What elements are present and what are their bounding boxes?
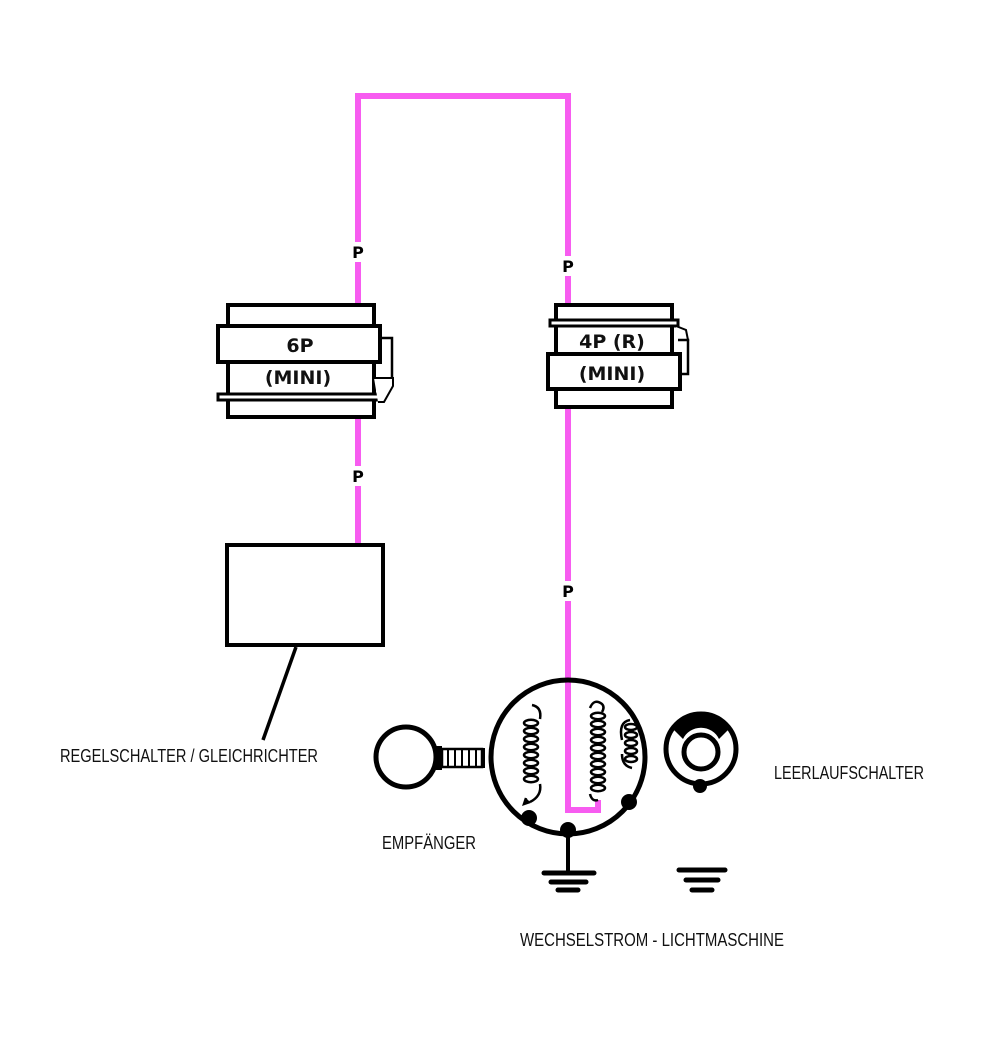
connector-4p-line2: (MINI) bbox=[579, 363, 645, 385]
terminal-dot bbox=[621, 794, 637, 810]
connector-6p[interactable]: 6P (MINI) bbox=[216, 303, 394, 419]
wire-label: P bbox=[562, 257, 574, 276]
wire-top-loop bbox=[355, 93, 571, 305]
terminal-dot bbox=[693, 779, 707, 793]
terminal-dot bbox=[521, 810, 537, 826]
ground-icon bbox=[676, 867, 728, 893]
regulator-rectifier[interactable] bbox=[225, 543, 385, 741]
pickup-coil[interactable] bbox=[373, 724, 485, 790]
wires bbox=[355, 93, 601, 813]
connector-4p-line1: 4P (R) bbox=[579, 331, 645, 353]
coil-icon bbox=[619, 718, 639, 770]
wire-label: P bbox=[562, 582, 574, 601]
neutral-switch[interactable] bbox=[663, 711, 739, 793]
wire-label: P bbox=[352, 467, 364, 486]
alternator[interactable] bbox=[488, 677, 648, 893]
wire-4p-to-alternator bbox=[565, 408, 601, 813]
pickup-label: EMPFÄNGER bbox=[382, 833, 476, 853]
neutral-switch-label: LEERLAUFSCHALTER bbox=[774, 763, 924, 783]
connector-6p-line2: (MINI) bbox=[265, 367, 331, 389]
wire-label: P bbox=[352, 243, 364, 262]
regulator-label: REGELSCHALTER / GLEICHRICHTER bbox=[60, 746, 318, 766]
coil-icon bbox=[522, 703, 542, 806]
alternator-label: WECHSELSTROM - LICHTMASCHINE bbox=[520, 930, 784, 950]
connector-6p-line1: 6P bbox=[286, 335, 313, 357]
ground-icon bbox=[541, 828, 597, 893]
connector-4p[interactable]: 4P (R) (MINI) bbox=[546, 303, 690, 409]
wire-labels: P P P P bbox=[348, 242, 578, 601]
coil-icon bbox=[588, 700, 607, 802]
